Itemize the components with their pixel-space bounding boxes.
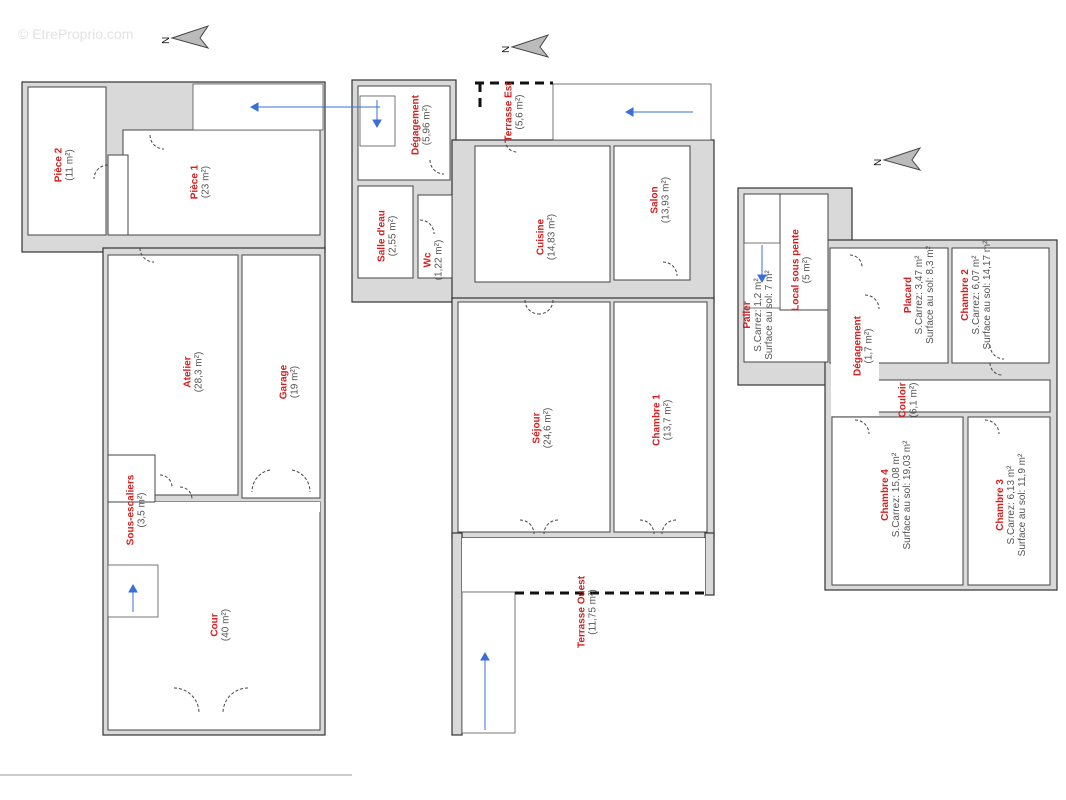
room-name: Dégagement xyxy=(411,94,422,155)
room-label: Dégagement(5,96 m²) xyxy=(411,94,433,155)
room-name: Pièce 1 xyxy=(190,164,201,199)
north-label: N xyxy=(873,159,884,166)
room-name: Cour xyxy=(210,613,221,636)
stair-direction-arrow-icon xyxy=(128,583,138,612)
room-area: Surface au sol: 7 m² xyxy=(764,270,775,360)
room-name: Palier xyxy=(742,301,753,328)
room-label: Pièce 2(11 m²) xyxy=(54,147,76,182)
room-name: Dégagement xyxy=(853,315,864,376)
room-area: (13,93 m²) xyxy=(661,177,672,223)
room-label: Salon(13,93 m²) xyxy=(650,177,672,223)
room-area: Surface au sol: 8,3 m² xyxy=(925,245,936,343)
room-name: Placard xyxy=(903,277,914,313)
room-name: Terrasse Est xyxy=(504,82,515,142)
room-area: (24,6 m²) xyxy=(543,408,554,449)
room-area: (5,6 m²) xyxy=(515,95,526,130)
room-name: Garage xyxy=(279,364,290,399)
room-area: (5,96 m²) xyxy=(422,105,433,146)
room-area: (1,22 m²) xyxy=(434,240,445,281)
room-label: Dégagement(1,7 m²) xyxy=(853,315,875,376)
room-area: (40 m²) xyxy=(221,609,232,641)
room-area: Surface au sol: 11,9 m² xyxy=(1017,453,1028,556)
room-name: Salle d'eau xyxy=(377,210,388,262)
room-name: Sous-escaliers xyxy=(126,474,137,545)
room-label: Local sous pente(5 m²) xyxy=(791,229,813,311)
room-label: Pièce 1(23 m²) xyxy=(190,164,212,199)
room-area: Surface au sol: 14,17 m² xyxy=(982,240,993,350)
floor-plan-second xyxy=(737,187,1058,591)
room-label: Cour(40 m²) xyxy=(210,609,232,641)
room-area: (11 m²) xyxy=(65,149,76,180)
stair-direction-arrow-icon xyxy=(249,102,380,112)
room-name: Local sous pente xyxy=(791,229,802,311)
room-label: Atelier(28,3 m²) xyxy=(183,352,205,393)
room-name: Chambre 3 xyxy=(995,479,1006,531)
room-label: Cuisine(14,83 m²) xyxy=(536,214,558,260)
room-area: (5 m²) xyxy=(802,257,813,284)
room-name: Salon xyxy=(650,186,661,213)
room-area: (13,7 m²) xyxy=(663,400,674,441)
north-label: N xyxy=(161,37,172,44)
room-area: (2,55 m²) xyxy=(388,216,399,257)
room-name: Terrasse Ouest xyxy=(577,575,588,648)
room-name: Chambre 1 xyxy=(652,394,663,446)
room-label: Couloir(6,1 m²) xyxy=(898,382,920,417)
room-name: Pièce 2 xyxy=(54,147,65,182)
stair-direction-arrow-icon xyxy=(480,651,490,730)
room-name: Couloir xyxy=(898,382,909,417)
room-area: S.Carrez: 15,08 m² xyxy=(891,452,902,537)
room-area: (1,7 m²) xyxy=(864,329,875,364)
room-area: S.Carrez: 1,2 m² xyxy=(753,278,764,352)
room-label: Terrasse Ouest(11,75 m²) xyxy=(577,575,599,648)
room-label: Salle d'eau(2,55 m²) xyxy=(377,210,399,262)
room-name: Wc xyxy=(423,252,434,267)
floor-plan-ground xyxy=(21,81,326,736)
room-area: S.Carrez: 3,47 m² xyxy=(914,255,925,335)
north-label: N xyxy=(501,46,512,53)
room-name: Séjour xyxy=(532,412,543,443)
north-arrow-icon: N xyxy=(873,147,922,171)
stair-direction-arrow-icon xyxy=(372,100,382,129)
watermark: © EtreProprio.com xyxy=(18,26,134,42)
room-label: Chambre 1(13,7 m²) xyxy=(652,394,674,446)
room-area: (19 m²) xyxy=(290,366,301,398)
room-area: (28,3 m²) xyxy=(194,352,205,393)
room-area: (6,1 m²) xyxy=(909,383,920,418)
north-arrow-icon: N xyxy=(161,25,210,49)
room-area: (23 m²) xyxy=(201,166,212,198)
floor-plan-first xyxy=(351,79,715,736)
room-area: S.Carrez: 6,07 m² xyxy=(971,255,982,335)
room-name: Chambre 2 xyxy=(960,269,971,321)
room-label: Sous-escaliers(3,5 m²) xyxy=(126,474,148,545)
room-label: Garage(19 m²) xyxy=(279,364,301,399)
stair-direction-arrow-icon xyxy=(757,245,767,284)
room-area: (3,5 m²) xyxy=(137,493,148,528)
room-area: (14,83 m²) xyxy=(547,214,558,260)
room-area: (11,75 m²) xyxy=(588,589,599,634)
room-label: Terrasse Est(5,6 m²) xyxy=(504,82,526,142)
room-label: Séjour(24,6 m²) xyxy=(532,408,554,449)
stair-direction-arrow-icon xyxy=(624,107,693,117)
room-label: Wc(1,22 m²) xyxy=(423,240,445,281)
room-name: Atelier xyxy=(183,356,194,387)
north-arrow-icon: N xyxy=(501,34,550,58)
room-name: Cuisine xyxy=(536,219,547,256)
room-name: Chambre 4 xyxy=(880,469,891,521)
room-area: S.Carrez: 6,13 m² xyxy=(1006,465,1017,545)
room-area: Surface au sol: 19,03 m² xyxy=(902,440,913,550)
